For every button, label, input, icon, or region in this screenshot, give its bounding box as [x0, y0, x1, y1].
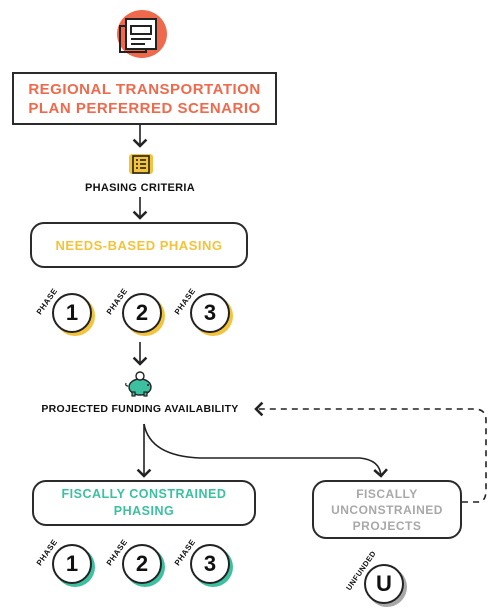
phasing-criteria-label: PHASING CRITERIA: [85, 182, 195, 194]
phase-1-circle: 1: [52, 293, 92, 333]
phase-3-circle: 3: [190, 544, 230, 584]
document-icon: [112, 6, 168, 62]
phase-2-circle: 2: [122, 544, 162, 584]
projected-funding-label: PROJECTED FUNDING AVAILABILITY: [41, 403, 239, 415]
unfunded-circle: U: [364, 564, 404, 604]
unconstrained-line1: FISCALLY: [356, 486, 418, 501]
unconstrained-line2: UNCONSTRAINED: [331, 502, 443, 517]
rtp-title-line2: PLAN PERFERRED SCENARIO: [28, 99, 261, 117]
checklist-icon: [128, 152, 154, 176]
phase-number: 2: [135, 300, 149, 325]
rtp-title-line1: REGIONAL TRANSPORTATION: [28, 80, 261, 98]
arrow-funding-to-unconstrained: [143, 423, 388, 478]
unfunded-letter: U: [376, 571, 392, 596]
phase-number: 3: [203, 300, 217, 325]
fiscally-unconstrained-projects-box: FISCALLY UNCONSTRAINED PROJECTS: [312, 480, 462, 539]
fiscally-constrained-phasing-box: FISCALLY CONSTRAINED PHASING: [32, 480, 256, 526]
needs-based-phasing-label: NEEDS-BASED PHASING: [55, 237, 223, 253]
needs-based-phasing-box: NEEDS-BASED PHASING: [30, 222, 248, 268]
constrained-phase-3: 3 PHASE: [173, 538, 234, 590]
phase-number: 3: [203, 551, 217, 576]
constrained-line2: PHASING: [113, 504, 175, 518]
phase-2-circle: 2: [122, 293, 162, 333]
unconstrained-line3: PROJECTS: [352, 518, 422, 533]
phase-number: 2: [135, 551, 149, 576]
constrained-line1: FISCALLY CONSTRAINED: [61, 487, 227, 501]
piggy-bank-icon: [124, 370, 156, 398]
rtp-preferred-scenario-box: REGIONAL TRANSPORTATION PLAN PERFERRED S…: [12, 72, 277, 125]
phase-number: 1: [65, 300, 79, 325]
unfunded-badge: U UNFUNDED: [344, 549, 408, 610]
arrow-unconstrained-feedback: [254, 401, 487, 503]
phase-3-circle: 3: [190, 293, 230, 333]
phase-1-circle: 1: [52, 544, 92, 584]
phase-number: 1: [65, 551, 79, 576]
needs-phase-2: 2 PHASE: [105, 287, 166, 339]
constrained-phase-1: 1 PHASE: [35, 538, 96, 590]
constrained-phase-2: 2 PHASE: [105, 538, 166, 590]
needs-phase-1: 1 PHASE: [35, 287, 96, 339]
needs-phase-3: 3 PHASE: [173, 287, 234, 339]
